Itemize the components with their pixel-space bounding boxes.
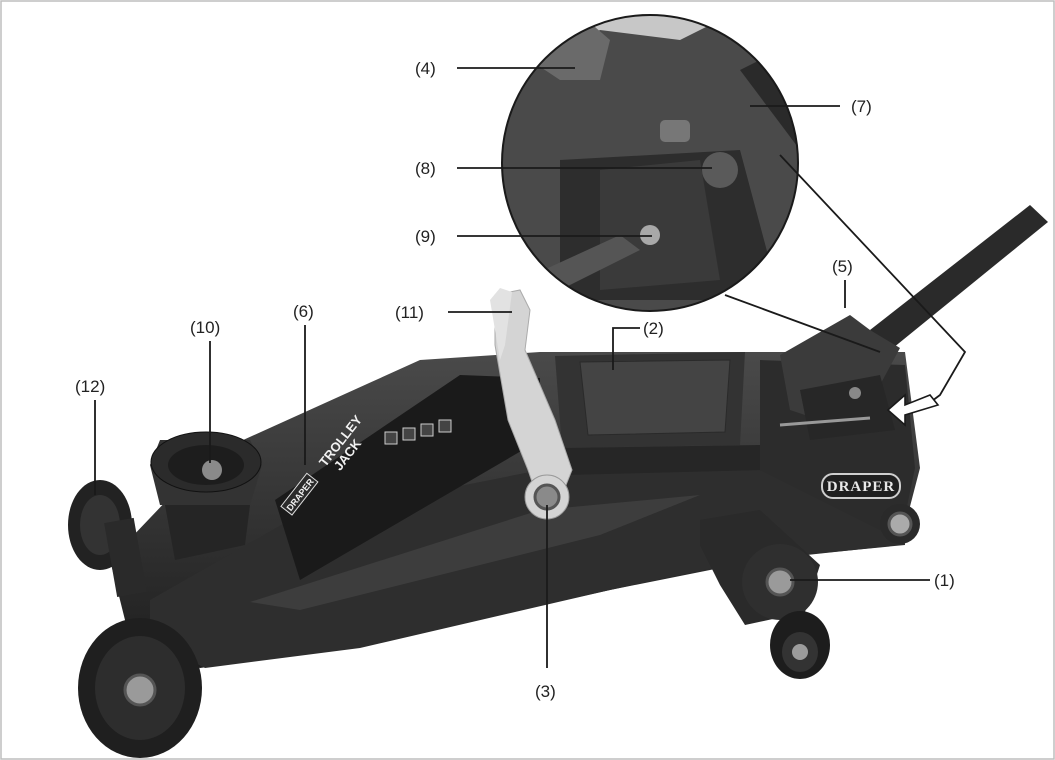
saddle [150,431,262,560]
label-9: (9) [415,227,436,246]
label-12: (12) [75,377,105,396]
leader-lines [94,67,930,668]
draper-logo-badge [821,473,901,499]
front-wheel-near [78,618,202,758]
label-10: (10) [190,318,220,337]
label-7: (7) [851,97,872,116]
label-2: (2) [643,319,664,338]
warning-sticker: DRAPER TROLLEY JACK [275,375,540,580]
jack-body: DRAPER [110,315,920,668]
callout-labels: (4) (7) (8) (9) (5) (11) (2) (10) (6) (1… [75,59,955,701]
label-4: (4) [415,59,436,78]
front-wheel-far [68,480,147,597]
label-8: (8) [415,159,436,178]
label-3: (3) [535,682,556,701]
label-5: (5) [832,257,853,276]
draper-logo-text: DRAPER [827,479,896,495]
zoom-detail [501,14,967,427]
handle-bar [870,205,1048,352]
label-11: (11) [395,303,424,322]
rear-caster-wheel [770,611,830,679]
label-1: (1) [934,571,955,590]
label-6: (6) [293,302,314,321]
